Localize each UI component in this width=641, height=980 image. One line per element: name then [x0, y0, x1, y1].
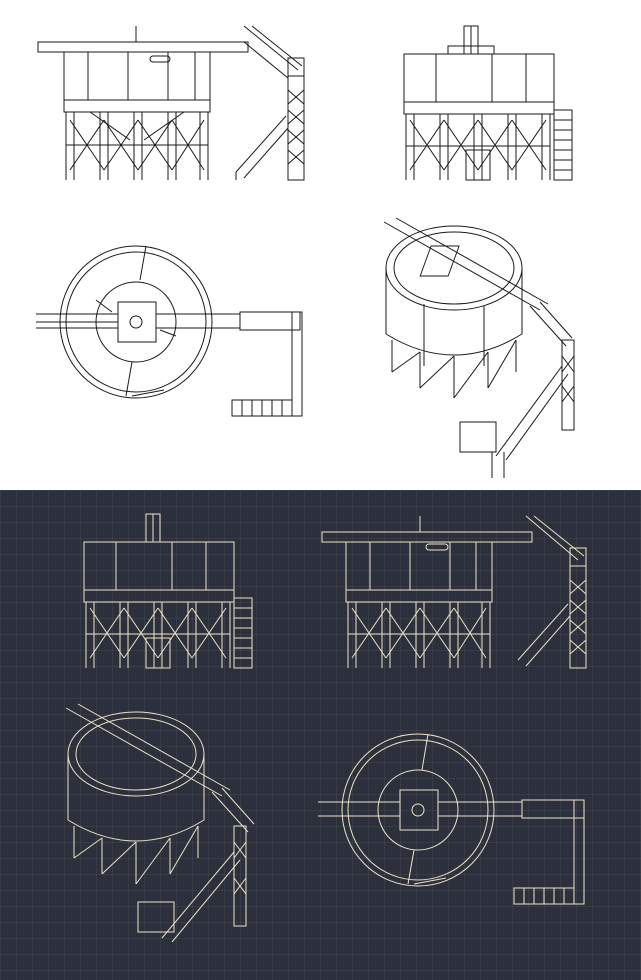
isometric-view-drawing — [383, 217, 575, 478]
isometric-view-drawing — [65, 703, 255, 943]
side-elevation-drawing — [83, 513, 253, 669]
plan-view-drawing — [318, 733, 585, 905]
light-blueprint-sheet — [36, 25, 575, 478]
front-elevation-drawing — [321, 515, 587, 669]
dark-blueprint-sheet — [0, 490, 641, 980]
plan-view-drawing — [36, 245, 303, 417]
front-elevation-drawing — [37, 25, 305, 181]
side-elevation-drawing — [403, 25, 573, 181]
